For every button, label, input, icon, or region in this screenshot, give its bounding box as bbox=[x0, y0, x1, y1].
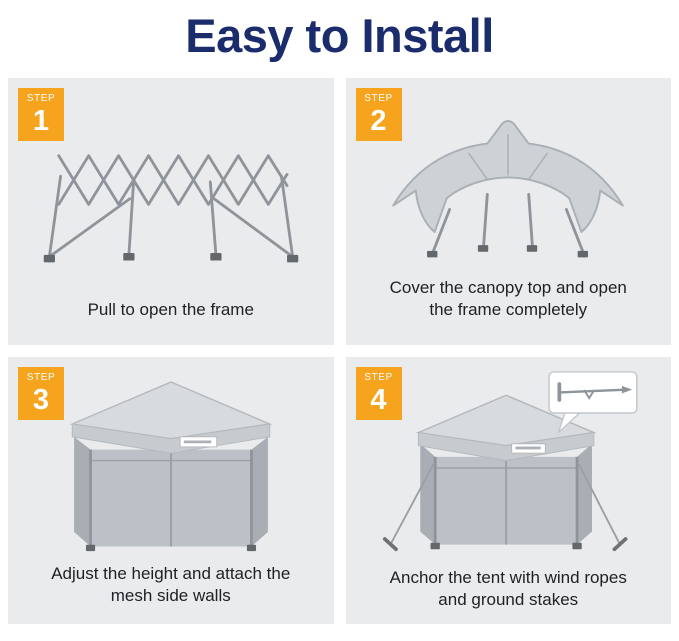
step-1-caption: Pull to open the frame bbox=[87, 299, 254, 319]
step-4-badge-label: STEP bbox=[364, 371, 393, 383]
step-2-badge-label: STEP bbox=[364, 92, 393, 104]
step-2-badge-number: 2 bbox=[370, 104, 387, 137]
step-4-caption: Anchor the tent with wind ropes and grou… bbox=[389, 567, 627, 609]
page-title: Easy to Install bbox=[185, 9, 494, 62]
step-1-badge-number: 1 bbox=[32, 104, 50, 137]
step-panel-1: STEP 1 bbox=[8, 77, 334, 345]
step-2-caption: Cover the canopy top and open the frame … bbox=[389, 277, 627, 319]
step-3-badge-number: 3 bbox=[32, 383, 50, 416]
step-panel-3: STEP 3 Adjust the height and attach the … bbox=[8, 356, 334, 624]
step-panel-2: STEP 2 Cover the ca bbox=[345, 77, 672, 345]
step-4-badge-number: 4 bbox=[370, 383, 387, 416]
canopy-top-icon bbox=[346, 78, 672, 277]
step-4-badge: STEP 4 bbox=[355, 366, 402, 420]
mesh-wall-tent-icon bbox=[8, 357, 334, 563]
anchored-tent-icon bbox=[346, 357, 672, 567]
step-2-badge: STEP 2 bbox=[355, 87, 402, 141]
step-1-badge-label: STEP bbox=[26, 92, 56, 104]
steps-grid: STEP 1 bbox=[0, 77, 679, 624]
step-3-caption: Adjust the height and attach the mesh si… bbox=[51, 563, 291, 605]
step-1-badge: STEP 1 bbox=[18, 87, 64, 141]
stake-callout bbox=[548, 370, 638, 433]
step-3-badge-label: STEP bbox=[26, 371, 56, 383]
folded-frame-icon bbox=[8, 78, 334, 299]
ground-stake-icon bbox=[557, 381, 633, 402]
step-panel-4: STEP 4 Anchor the tent with wind ropes a… bbox=[345, 356, 672, 624]
step-3-badge: STEP 3 bbox=[18, 366, 64, 420]
